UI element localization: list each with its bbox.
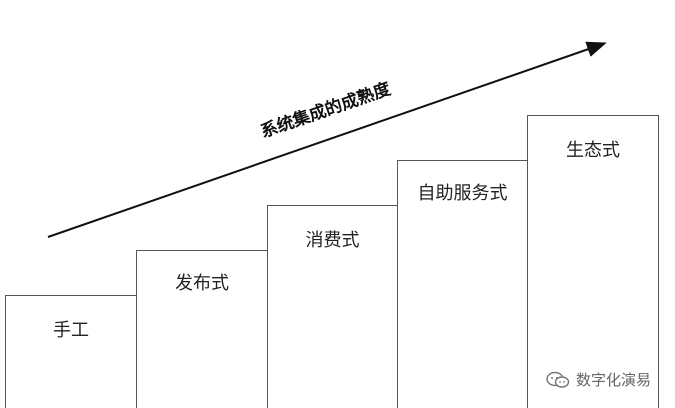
maturity-arrow-line <box>47 41 607 238</box>
step-consume: 消费式 <box>267 205 398 408</box>
step-consume-label: 消费式 <box>305 230 360 251</box>
step-self-service-label: 自助服务式 <box>417 183 508 204</box>
wechat-icon <box>546 371 570 388</box>
step-manual-label: 手工 <box>53 320 89 341</box>
step-publish-label: 发布式 <box>175 273 229 294</box>
step-self-service: 自助服务式 <box>397 160 528 408</box>
watermark: 数字化演易 <box>546 369 651 390</box>
step-ecosystem-label: 生态式 <box>566 140 620 161</box>
step-manual: 手工 <box>5 295 137 408</box>
step-publish: 发布式 <box>136 250 268 408</box>
watermark-text: 数字化演易 <box>575 371 651 389</box>
step-ecosystem: 生态式 <box>527 115 659 408</box>
